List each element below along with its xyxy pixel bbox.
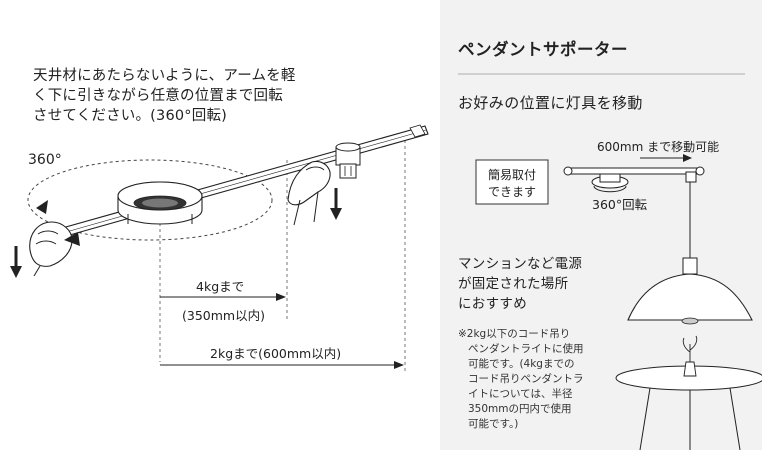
easy-install-line-2: できます [487, 185, 536, 199]
vase [682, 335, 698, 377]
easy-install-line-1: 簡易取付 [487, 168, 536, 182]
hand-right [287, 160, 331, 226]
slider-socket [335, 142, 361, 179]
instruction-line-1: 天井材にあたらないように、アームを軽 [33, 68, 296, 84]
dim-4kg-value: (350mm以内) [182, 308, 265, 323]
dim-4kg-label: 4kgまで [196, 279, 245, 294]
move-range-label: 600mm まで移動可能 [597, 140, 720, 154]
recommend-line-2: が固定された場所 [458, 276, 569, 292]
panel-title: ペンダントサポーター [458, 40, 628, 59]
note-line-3: 可能です。(4kgまでの [468, 358, 575, 370]
instruction-line-3: させてください。(360°回転) [33, 108, 228, 124]
panel-subtitle: お好みの位置に灯具を移動 [458, 94, 643, 112]
canopy-base [117, 181, 203, 225]
support-arm [47, 124, 429, 241]
dim-arrow-2kg-head [394, 361, 404, 369]
note-line-1: ※2kg以下のコード吊り [458, 328, 571, 340]
rotation-label: 360° [28, 152, 62, 168]
easy-install-box [475, 159, 549, 205]
rotation-arrowhead-right [64, 232, 80, 246]
pull-arrow-left-head [10, 266, 22, 278]
instruction-line-2: く下に引きながら任意の位置まで回転 [33, 88, 283, 104]
dim-arrow-4kg-head [276, 293, 286, 301]
note-line-7: 可能です。) [468, 418, 519, 430]
recommend-line-1: マンションなど電源 [458, 256, 583, 272]
rotation-arrowhead-left [36, 200, 48, 214]
note-line-5: イトについては、半径 [468, 388, 573, 400]
note-line-6: 350mmの円内で使用 [468, 403, 572, 415]
panel-rail [563, 154, 705, 193]
hand-left [29, 221, 73, 277]
pull-arrow-right-head [330, 208, 342, 220]
note-line-2: ペンダントライトに使用 [468, 343, 584, 355]
table [615, 365, 762, 450]
panel-rotation-label: 360°回転 [592, 197, 648, 212]
rotation-ellipse [27, 159, 273, 241]
recommend-line-3: におすすめ [458, 296, 527, 312]
pendant-shade [627, 257, 753, 325]
note-line-4: コード吊りペンダントラ [468, 373, 584, 385]
dim-2kg-label: 2kgまで(600mm以内) [210, 346, 342, 361]
